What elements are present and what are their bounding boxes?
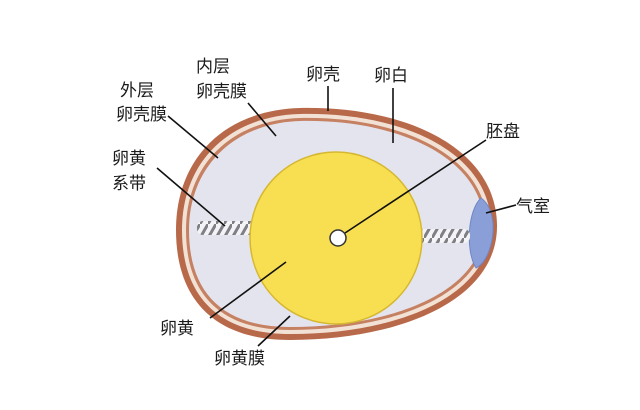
chalaza-right — [414, 229, 470, 243]
label-yolk-membrane: 卵黄膜 — [214, 349, 265, 369]
leader-inner-membrane — [247, 102, 277, 137]
chalaza-left — [197, 221, 257, 235]
label-inner-membrane-line1: 内层 — [196, 57, 230, 77]
air-cell — [468, 197, 494, 269]
label-albumen: 卵白 — [374, 66, 408, 86]
leader-chalaza — [156, 167, 226, 227]
label-germinal-disc: 胚盘 — [486, 122, 520, 142]
label-outer-membrane-line1: 外层 — [120, 81, 154, 101]
label-air-cell: 气室 — [516, 197, 550, 217]
leader-air-cell — [485, 204, 517, 214]
germinal-disc — [329, 229, 347, 247]
label-outer-membrane-line2: 卵壳膜 — [116, 105, 167, 125]
leader-germinal-disc — [344, 139, 487, 234]
label-chalaza-line2: 系带 — [112, 174, 146, 194]
label-yolk: 卵黄 — [160, 319, 194, 339]
label-inner-membrane-line2: 卵壳膜 — [196, 82, 247, 102]
leader-yolk — [209, 261, 287, 319]
label-chalaza-line1: 卵黄 — [112, 149, 146, 169]
label-shell: 卵壳 — [306, 65, 340, 85]
leader-outer-membrane — [167, 115, 219, 159]
leader-yolk-membrane — [257, 315, 291, 347]
